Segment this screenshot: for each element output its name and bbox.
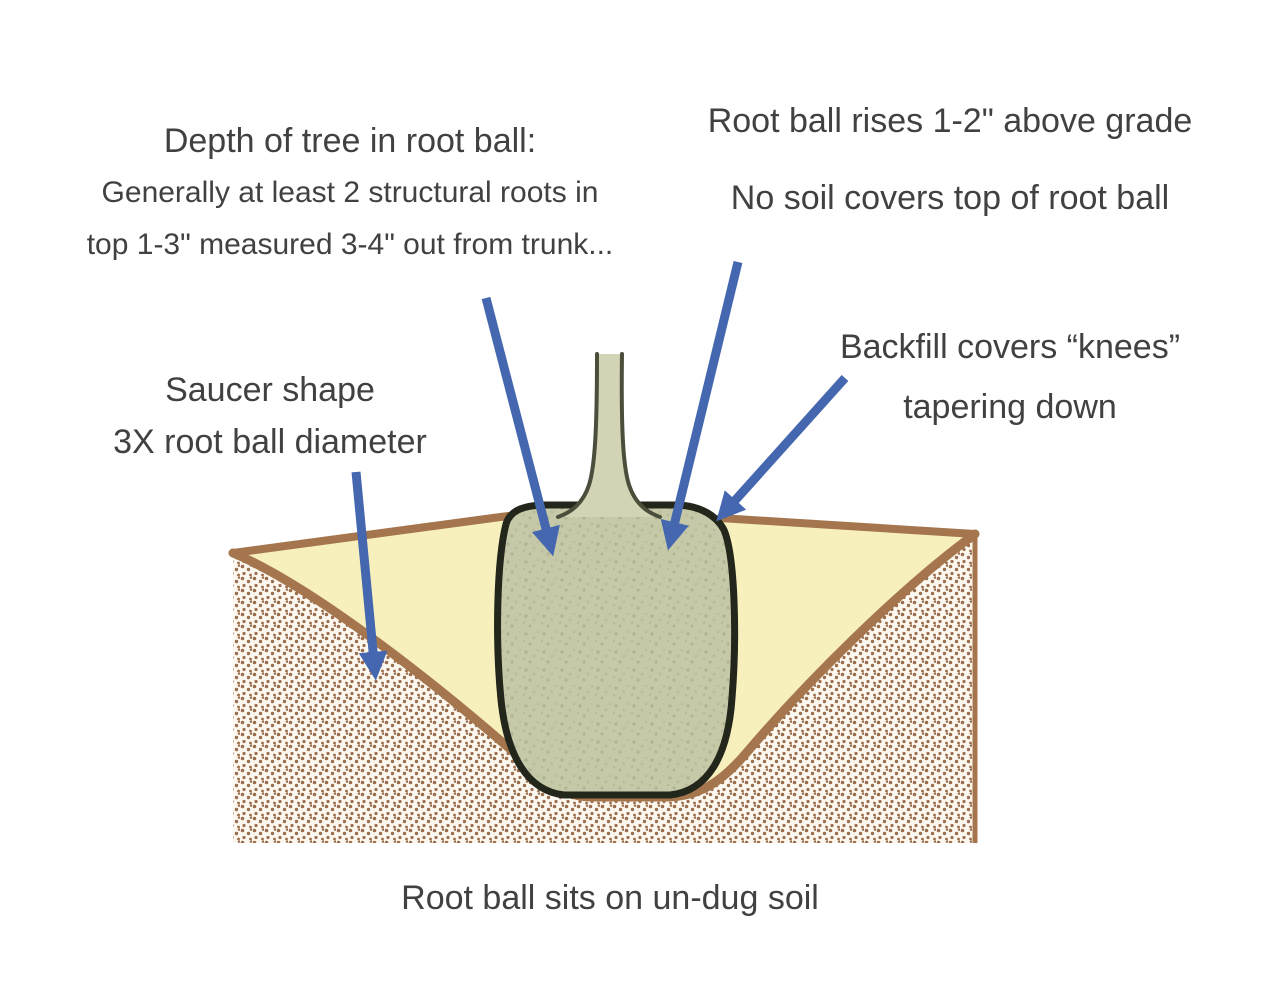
grade-line-left <box>229 512 512 557</box>
rises-above-grade-label: Root ball rises 1-2" above grade <box>707 102 1193 140</box>
backfill-label: Backfill covers “knees” tapering down <box>810 317 1210 437</box>
no-soil-label: No soil covers top of root ball <box>730 179 1170 217</box>
undug-soil-area <box>233 534 975 843</box>
depth-label-line1: Depth of tree in root ball: <box>163 122 537 160</box>
depth-label: Depth of tree in root ball: Generally at… <box>60 115 640 271</box>
depth-label-line2: Generally at least 2 structural roots in <box>101 176 599 209</box>
saucer-arrow-icon <box>351 471 388 681</box>
backfill-label-line2: tapering down <box>903 388 1117 426</box>
grade-line-right <box>716 514 979 538</box>
saucer-label: Saucer shape 3X root ball diameter <box>50 364 490 468</box>
saucer-label-line2: 3X root ball diameter <box>113 423 427 461</box>
saucer-label-line1: Saucer shape <box>165 371 375 409</box>
backfill-label-line1: Backfill covers “knees” <box>839 328 1181 366</box>
root-ball <box>494 501 739 799</box>
depth-arrow-icon <box>481 296 560 557</box>
undug-soil-label: Root ball sits on un-dug soil <box>401 879 819 917</box>
no-soil-arrow-icon <box>660 260 743 551</box>
depth-label-line3: top 1-3" measured 3-4" out from trunk... <box>86 228 614 261</box>
backfill-arrow-icon <box>716 374 849 522</box>
tree-trunk <box>556 352 662 519</box>
